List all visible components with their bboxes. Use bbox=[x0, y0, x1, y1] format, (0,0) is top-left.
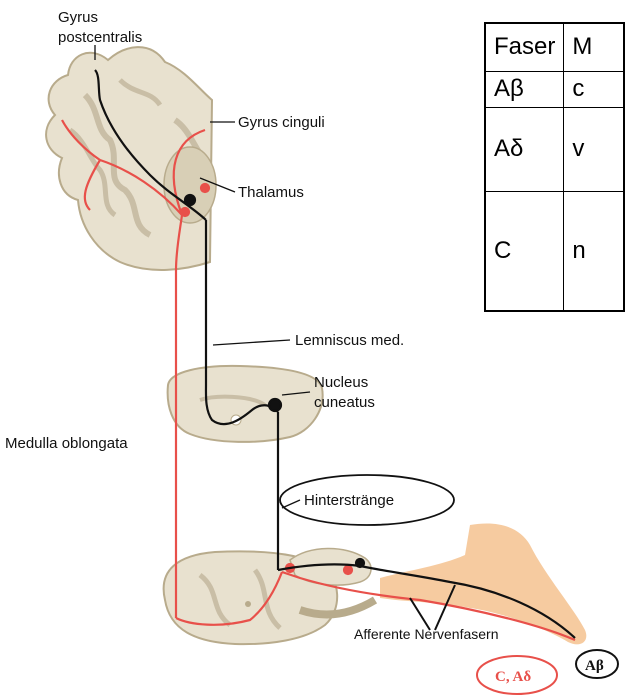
table-cell: v bbox=[564, 107, 624, 191]
table-row: Aβ c bbox=[485, 71, 624, 107]
nucleus-cuneatus-label-line2: cuneatus bbox=[314, 394, 375, 411]
gyrus-cinguli-label: Gyrus cinguli bbox=[238, 114, 325, 131]
table-header-cell: Faser bbox=[485, 23, 564, 71]
abeta-label: Aβ bbox=[585, 658, 604, 674]
hinterstraenge-label: Hinterstränge bbox=[304, 492, 394, 509]
gyrus-postcentralis-label-line2: postcentralis bbox=[58, 29, 142, 46]
table-row: Aδ v bbox=[485, 107, 624, 191]
table-header-row: Faser M bbox=[485, 23, 624, 71]
table-cell: Aβ bbox=[485, 71, 564, 107]
brain-section bbox=[46, 47, 216, 270]
medulla-section bbox=[168, 366, 323, 442]
lemniscus-med-label: Lemniscus med. bbox=[295, 332, 404, 349]
table-cell: n bbox=[564, 191, 624, 311]
fiber-table: Faser M Aβ c Aδ v C n bbox=[484, 22, 625, 312]
gyrus-postcentralis-label-line1: Gyrus bbox=[58, 9, 98, 26]
c-adelta-label: C, Aδ bbox=[495, 669, 531, 685]
medulla-oblongata-label: Medulla oblongata bbox=[5, 435, 128, 452]
nucleus-cuneatus-label-line1: Nucleus bbox=[314, 374, 368, 391]
table-cell: C bbox=[485, 191, 564, 311]
table-header-cell: M bbox=[564, 23, 624, 71]
table-row: C n bbox=[485, 191, 624, 311]
thalamus-label: Thalamus bbox=[238, 184, 304, 201]
table-cell: Aδ bbox=[485, 107, 564, 191]
fiber-table-wrapper: Faser M Aβ c Aδ v C n bbox=[478, 18, 625, 388]
afferente-nervenfasern-label: Afferente Nervenfasern bbox=[354, 626, 499, 642]
table-cell: c bbox=[564, 71, 624, 107]
